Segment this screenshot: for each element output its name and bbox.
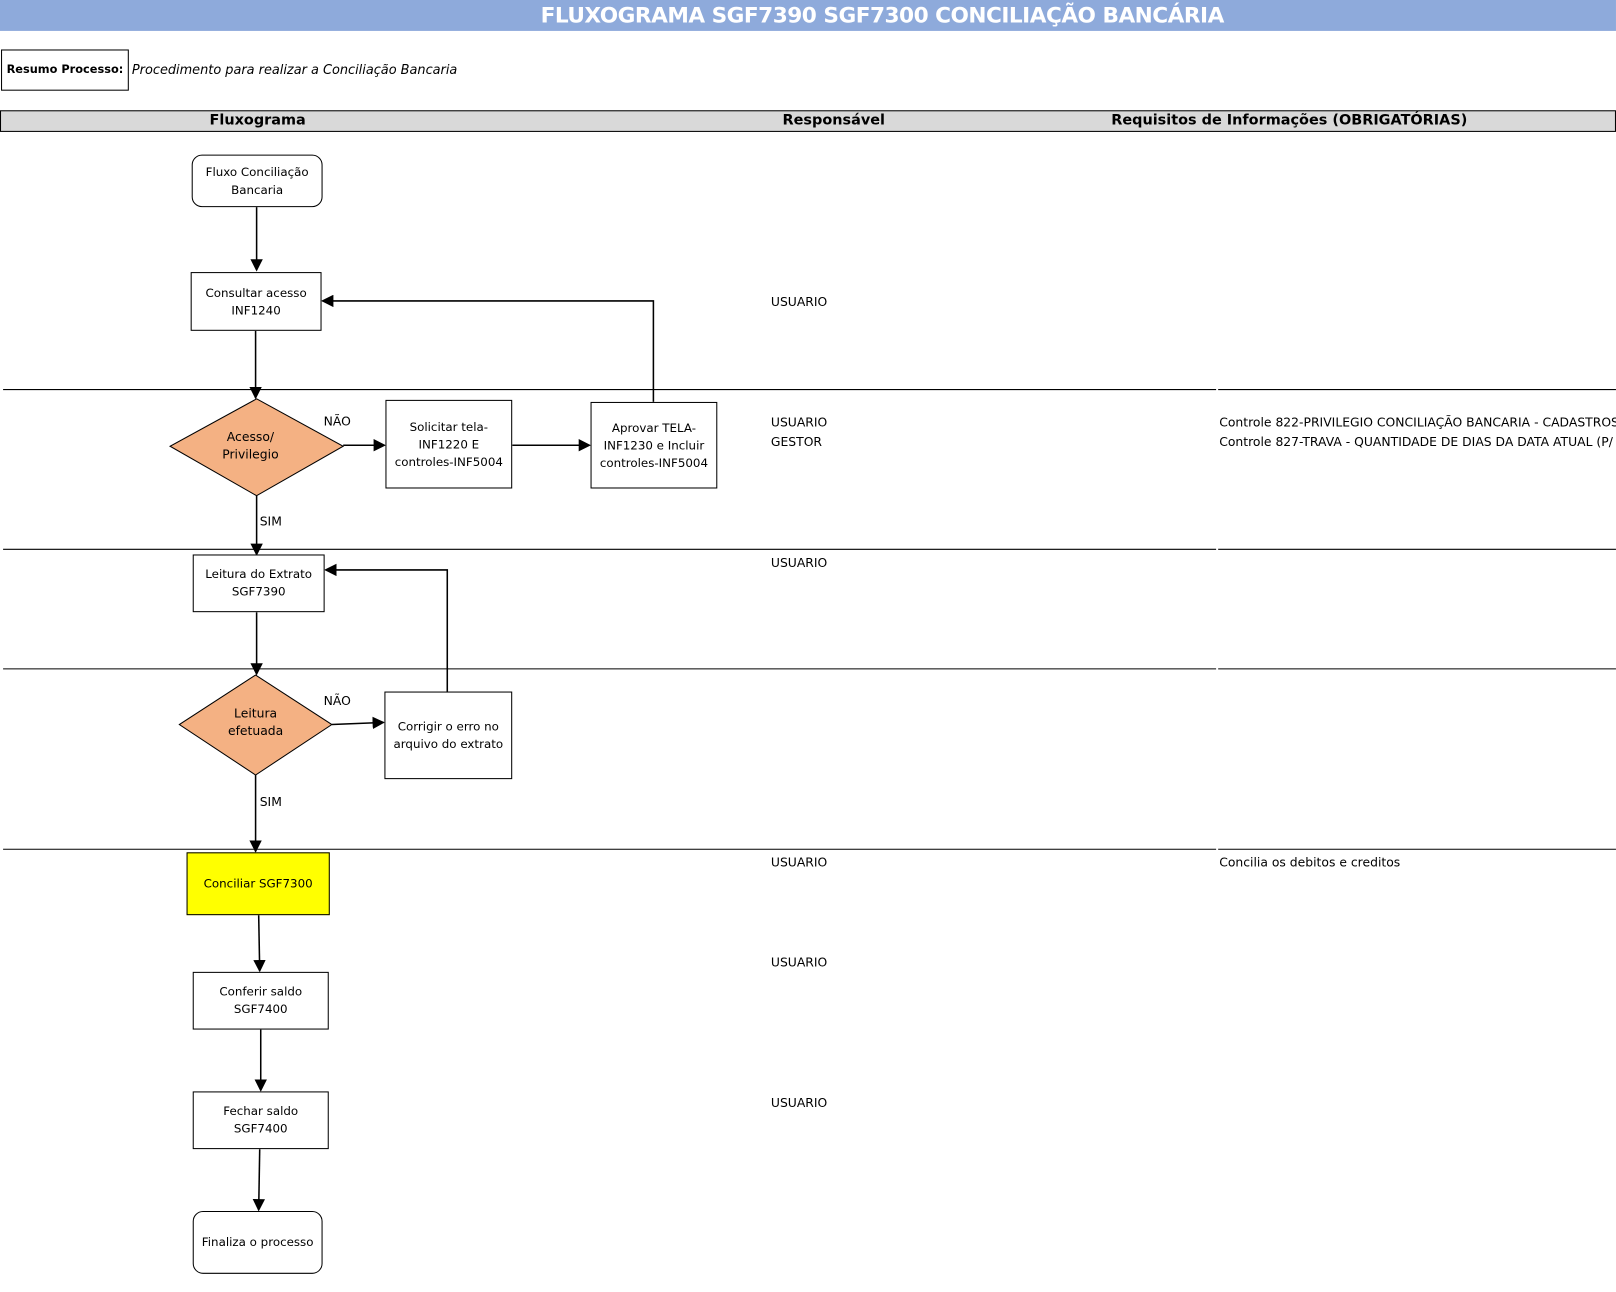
page-title: FLUXOGRAMA SGF7390 SGF7300 CONCILIAÇÃO B… bbox=[0, 0, 1616, 31]
node-finaliza: Finaliza o processo bbox=[192, 1210, 323, 1274]
node-leitura-extrato: Leitura do Extrato SGF7390 bbox=[192, 554, 325, 613]
edge-label-sim: SIM bbox=[259, 514, 282, 529]
responsible-cell: GESTOR bbox=[770, 434, 823, 450]
title-text: FLUXOGRAMA SGF7390 SGF7300 CONCILIAÇÃO B… bbox=[540, 3, 1225, 28]
node-corrigir: Corrigir o erro no arquivo do extrato bbox=[384, 691, 513, 780]
requirement-cell: Concilia os debitos e creditos bbox=[1219, 855, 1401, 870]
responsible-cell: USUARIO bbox=[770, 415, 828, 430]
column-header-requirements: Requisitos de Informações (OBRIGATÓRIAS) bbox=[1111, 112, 1468, 129]
column-header-responsible: Responsável bbox=[782, 112, 885, 129]
edge-label-sim: SIM bbox=[259, 794, 282, 810]
column-header-flow: Fluxograma bbox=[209, 112, 306, 129]
node-acesso: Acesso/ Privilegio bbox=[222, 429, 279, 462]
edge-label-nao: NÃO bbox=[323, 414, 351, 429]
edge-label-nao: NÃO bbox=[323, 693, 351, 709]
requirement-cell: Controle 822-PRIVILEGIO CONCILIAÇÃO BANC… bbox=[1219, 415, 1616, 430]
node-leitura-efetuada: Leitura efetuada bbox=[227, 705, 284, 738]
node-aprovar: Aprovar TELA-INF1230 e Incluir controles… bbox=[590, 401, 718, 489]
column-header-row: Fluxograma Responsável Requisitos de Inf… bbox=[0, 110, 1616, 132]
node-solicitar: Solicitar tela-INF1220 E controles-INF50… bbox=[385, 399, 513, 489]
responsible-cell: USUARIO bbox=[770, 555, 828, 570]
responsible-cell: USUARIO bbox=[770, 855, 828, 870]
summary-text: Procedimento para realizar a Conciliação… bbox=[131, 61, 458, 78]
responsible-cell: USUARIO bbox=[770, 294, 828, 310]
requirement-cell: Controle 827-TRAVA - QUANTIDADE DE DIAS … bbox=[1219, 434, 1613, 450]
row-dividers bbox=[3, 389, 1616, 850]
responsible-cell: USUARIO bbox=[770, 955, 828, 970]
node-conferir: Conferir saldo SGF7400 bbox=[192, 971, 329, 1030]
node-consultar: Consultar acesso INF1240 bbox=[190, 272, 322, 331]
node-fechar: Fechar saldo SGF7400 bbox=[192, 1091, 329, 1150]
summary-label: Resumo Processo: bbox=[1, 49, 129, 91]
responsible-cell: USUARIO bbox=[770, 1095, 828, 1110]
node-conciliar: Conciliar SGF7300 bbox=[186, 852, 330, 916]
node-start: Fluxo Conciliação Bancaria bbox=[191, 154, 323, 208]
